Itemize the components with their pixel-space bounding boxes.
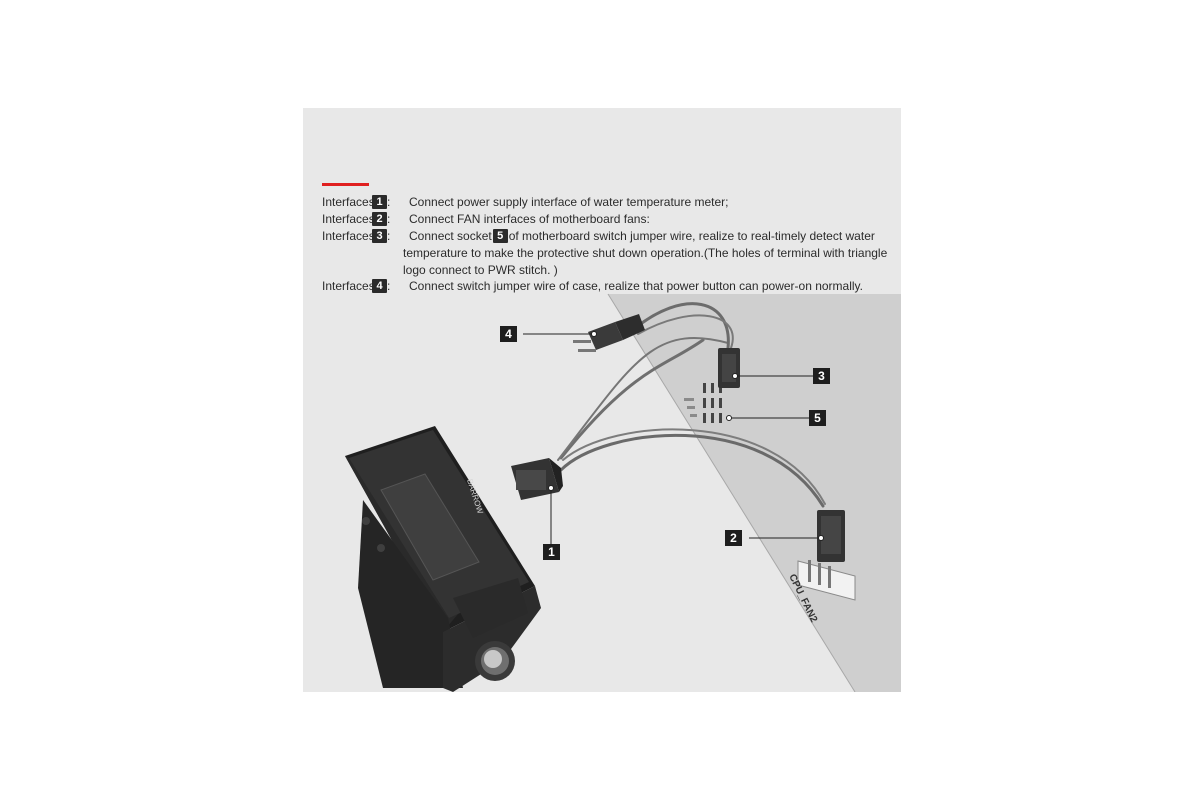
- leader-lines: [523, 333, 819, 544]
- connection-diagram: BARROW CPU_FAN2: [345, 293, 901, 692]
- interface-description-b: of motherboard switch jumper wire, reali…: [508, 229, 875, 243]
- interface-number-badge: 1: [372, 195, 387, 209]
- interface-label: Interfaces: [322, 279, 375, 293]
- connector-2: [817, 510, 845, 562]
- callout-3: 3: [813, 368, 830, 384]
- interface-description: Connect switch jumper wire of case, real…: [409, 279, 863, 293]
- connector-1: [511, 458, 563, 500]
- interface-colon: :: [387, 229, 391, 243]
- interface-description: Connect FAN interfaces of motherboard fa…: [409, 212, 650, 226]
- interface-label: Interfaces: [322, 212, 375, 226]
- connector-3: [718, 348, 740, 388]
- callout-1: 1: [543, 544, 560, 560]
- interface-label: Interfaces: [322, 229, 375, 243]
- motherboard-surface: [608, 294, 901, 692]
- cables: [557, 302, 826, 508]
- callout-2: 2: [725, 530, 742, 546]
- motherboard-edge: [607, 293, 856, 692]
- temperature-meter-device: BARROW: [345, 426, 541, 692]
- interface-label: Interfaces: [322, 195, 375, 209]
- interface-colon: :: [387, 279, 391, 293]
- interface-description: Connect power supply interface of water …: [409, 195, 729, 209]
- accent-rule: [322, 183, 369, 186]
- interface-inline-badge: 5: [492, 229, 508, 243]
- interface-description-a: Connect socket: [409, 229, 492, 243]
- interface-3-continuation-1: temperature to make the protective shut …: [403, 246, 888, 260]
- fan-header: [797, 560, 856, 601]
- interface-colon: :: [387, 195, 391, 209]
- callout-4: 4: [500, 326, 517, 342]
- interface-3-continuation-2: logo connect to PWR stitch. ): [403, 263, 558, 277]
- interface-number-badge: 2: [372, 212, 387, 226]
- interface-number-badge: 3: [372, 229, 387, 243]
- connector-4: [573, 314, 645, 352]
- leader-dots: [548, 331, 824, 541]
- switch-pin-header: [684, 376, 732, 430]
- interface-number-badge: 4: [372, 279, 387, 293]
- interface-colon: :: [387, 212, 391, 226]
- callout-5: 5: [809, 410, 826, 426]
